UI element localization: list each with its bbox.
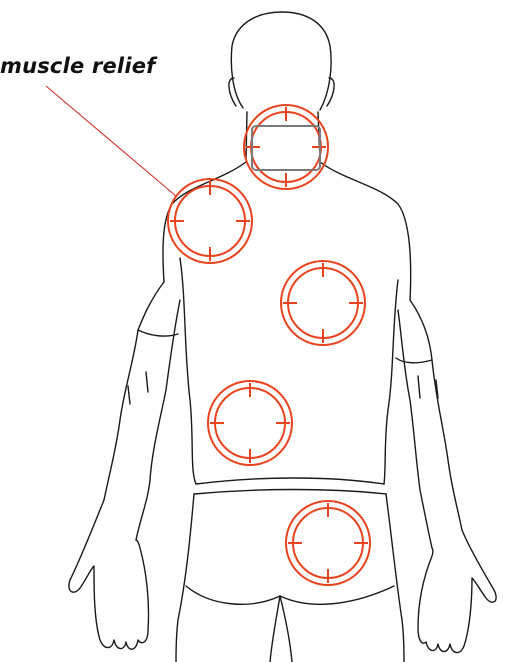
right-hip-outline [386, 494, 404, 662]
lower-back-target-icon [208, 381, 292, 465]
waistband-outline [196, 478, 384, 484]
belt-line [194, 490, 386, 495]
label-leader-line [46, 86, 176, 196]
right-arm-inner [398, 310, 432, 548]
glute-crease [270, 596, 280, 662]
right-upper-arm-outline [410, 300, 462, 530]
left-upper-arm-outline [104, 282, 164, 500]
upper-back-target-icon [281, 261, 365, 345]
right-ear-outline [327, 78, 334, 106]
right-trapezius-outline [320, 162, 411, 300]
neck-target-icon [244, 105, 328, 189]
left-elbow-line [138, 330, 178, 336]
right-hand-outline [418, 530, 496, 653]
head-outline [231, 12, 331, 110]
shoulder-target-icon [168, 179, 252, 263]
right-elbow-line [396, 358, 432, 363]
left-hand-outline [69, 500, 149, 649]
right-torso-outline [384, 280, 398, 484]
left-torso-outline [180, 258, 196, 484]
muscle-relief-label: muscle relief [0, 54, 156, 78]
neck-frame [252, 126, 320, 170]
glute-outline [186, 586, 394, 604]
hip-target-icon [286, 501, 370, 585]
left-hip-outline [176, 494, 194, 662]
